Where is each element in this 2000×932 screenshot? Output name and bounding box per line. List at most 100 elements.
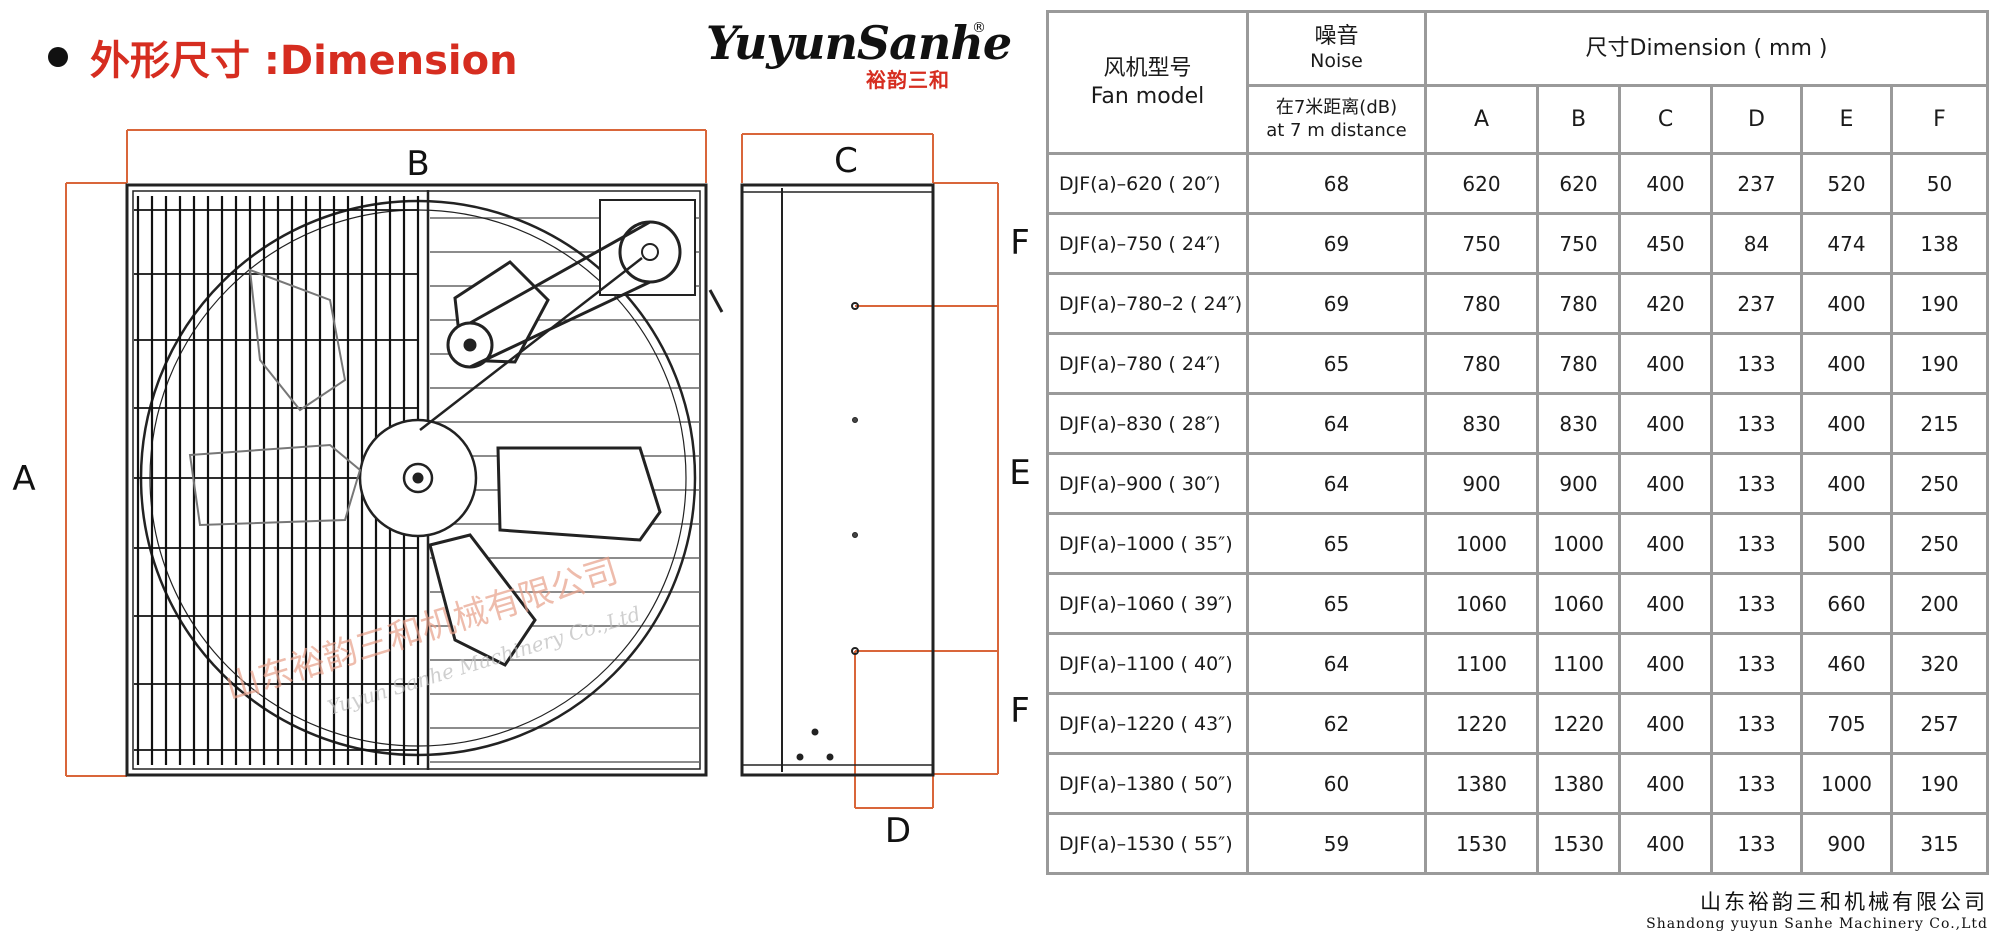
cell-model: DJF(a)–750 ( 24″)	[1046, 212, 1249, 275]
cell-f: 215	[1890, 392, 1989, 455]
cell-c: 450	[1618, 212, 1713, 275]
fan-side-view	[708, 183, 935, 777]
cell-model: DJF(a)–780 ( 24″)	[1046, 332, 1249, 395]
header-col-d: D	[1710, 84, 1803, 155]
cell-model: DJF(a)–1380 ( 50″)	[1046, 752, 1249, 815]
dim-label-c: C	[834, 141, 858, 181]
header-noise-sub-en: at 7 m distance	[1266, 119, 1407, 141]
cell-c: 400	[1618, 152, 1713, 215]
logo-script-text: YuyunSanhe	[706, 16, 1012, 70]
cell-c: 420	[1618, 272, 1713, 335]
fan-front-view	[125, 183, 708, 777]
cell-noise: 60	[1246, 752, 1427, 815]
cell-noise: 65	[1246, 512, 1427, 575]
cell-d: 133	[1710, 572, 1803, 635]
cell-a: 900	[1424, 452, 1539, 515]
cell-b: 1380	[1536, 752, 1621, 815]
page-title-text: 外形尺寸 :Dimension	[90, 38, 518, 84]
cell-f: 138	[1890, 212, 1989, 275]
cell-e: 500	[1800, 512, 1893, 575]
header-fan-model-en: Fan model	[1090, 83, 1205, 109]
cell-e: 400	[1800, 332, 1893, 395]
cell-e: 660	[1800, 572, 1893, 635]
cell-f: 200	[1890, 572, 1989, 635]
cell-b: 1100	[1536, 632, 1621, 695]
cell-a: 1220	[1424, 692, 1539, 755]
cell-c: 400	[1618, 812, 1713, 875]
dimension-lines	[65, 129, 999, 809]
cell-c: 400	[1618, 332, 1713, 395]
header-noise-sub-cn: 在7米距离(dB)	[1275, 97, 1398, 118]
cell-f: 257	[1890, 692, 1989, 755]
spec-table-container: 风机型号 Fan model 噪音 Noise 尺寸Dimension ( mm…	[1046, 10, 1989, 875]
cell-c: 400	[1618, 692, 1713, 755]
cell-c: 400	[1618, 752, 1713, 815]
cell-noise: 69	[1246, 212, 1427, 275]
cell-d: 133	[1710, 752, 1803, 815]
cell-c: 400	[1618, 572, 1713, 635]
cell-d: 84	[1710, 212, 1803, 275]
cell-b: 620	[1536, 152, 1621, 215]
cell-a: 620	[1424, 152, 1539, 215]
header-col-c: C	[1618, 84, 1713, 155]
cell-b: 900	[1536, 452, 1621, 515]
cell-b: 750	[1536, 212, 1621, 275]
cell-noise: 65	[1246, 332, 1427, 395]
cell-a: 1380	[1424, 752, 1539, 815]
cell-model: DJF(a)–1530 ( 55″)	[1046, 812, 1249, 875]
cell-a: 1000	[1424, 512, 1539, 575]
page-title: 外形尺寸 :Dimension	[48, 28, 518, 86]
cell-d: 133	[1710, 632, 1803, 695]
cell-d: 237	[1710, 152, 1803, 215]
dim-label-e: E	[1009, 453, 1030, 493]
cell-e: 474	[1800, 212, 1893, 275]
cell-e: 705	[1800, 692, 1893, 755]
cell-model: DJF(a)–1100 ( 40″)	[1046, 632, 1249, 695]
fan-dimension-diagram: 山东裕韵三和机械有限公司 Yuyun Sanhe Machinery Co.,L…	[12, 129, 1031, 851]
cell-model: DJF(a)–1220 ( 43″)	[1046, 692, 1249, 755]
cell-a: 1060	[1424, 572, 1539, 635]
dim-label-f-bottom: F	[1010, 691, 1030, 731]
cell-a: 780	[1424, 272, 1539, 335]
header-col-a: A	[1424, 84, 1539, 155]
header-noise-sub: 在7米距离(dB) at 7 m distance	[1246, 84, 1427, 155]
cell-f: 190	[1890, 332, 1989, 395]
cell-d: 133	[1710, 692, 1803, 755]
company-name-en: Shandong yuyun Sanhe Machinery Co.,Ltd	[1646, 916, 1988, 932]
cell-e: 520	[1800, 152, 1893, 215]
cell-b: 1220	[1536, 692, 1621, 755]
cell-a: 780	[1424, 332, 1539, 395]
cell-noise: 64	[1246, 452, 1427, 515]
header-col-f: F	[1890, 84, 1989, 155]
header-col-e: E	[1800, 84, 1893, 155]
cell-d: 237	[1710, 272, 1803, 335]
cell-d: 133	[1710, 512, 1803, 575]
cell-d: 133	[1710, 452, 1803, 515]
cell-b: 1530	[1536, 812, 1621, 875]
cell-e: 900	[1800, 812, 1893, 875]
header-dimension: 尺寸Dimension ( mm )	[1424, 10, 1989, 87]
cell-noise: 65	[1246, 572, 1427, 635]
header-fan-model-cn: 风机型号	[1103, 56, 1192, 81]
cell-e: 1000	[1800, 752, 1893, 815]
header-noise-en: Noise	[1310, 50, 1363, 73]
cell-noise: 59	[1246, 812, 1427, 875]
cell-c: 400	[1618, 632, 1713, 695]
cell-b: 780	[1536, 332, 1621, 395]
cell-f: 250	[1890, 452, 1989, 515]
cell-f: 190	[1890, 272, 1989, 335]
cell-model: DJF(a)–900 ( 30″)	[1046, 452, 1249, 515]
cell-noise: 64	[1246, 392, 1427, 455]
cell-c: 400	[1618, 392, 1713, 455]
cell-c: 400	[1618, 512, 1713, 575]
cell-noise: 64	[1246, 632, 1427, 695]
